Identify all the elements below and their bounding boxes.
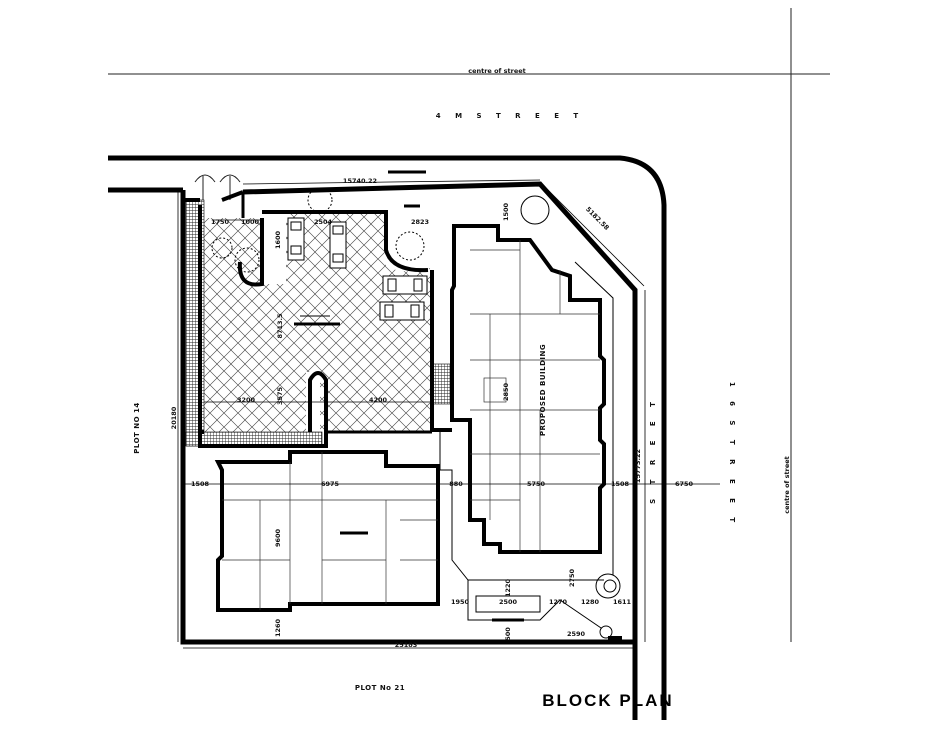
dim-2504: 2504 xyxy=(314,218,333,226)
dim-1508-right: 1508 xyxy=(611,480,630,488)
plot-bottom-label: PLOT No 21 xyxy=(355,684,405,692)
septic-tank-icon xyxy=(475,595,541,613)
dim-1270: 1270 xyxy=(549,598,568,606)
existing-building-outline xyxy=(214,450,440,612)
site-boundary xyxy=(180,181,638,645)
right-centre-note: centre of street xyxy=(783,456,791,514)
dim-1600: 1600 xyxy=(274,230,282,249)
dim-20180: 20180 xyxy=(170,406,178,429)
top-street-label: 4 M S T R E E T xyxy=(436,112,584,120)
top-centre-note: centre of street xyxy=(468,67,526,75)
dim-1260: 1260 xyxy=(274,618,282,637)
dim-diagonal: 5182.58 xyxy=(584,205,611,232)
existing-building-rooms xyxy=(222,452,438,610)
dim-1750: 1750 xyxy=(211,218,230,226)
dim-1220: 1220 xyxy=(504,578,512,597)
dim-1950: 1950 xyxy=(451,598,470,606)
right-inner-street-label: S T R E E T xyxy=(649,396,657,504)
dim-5750: 5750 xyxy=(527,480,546,488)
dim-880: 880 xyxy=(449,480,463,488)
soak-pit-icon xyxy=(599,625,613,639)
dim-2850: 2850 xyxy=(502,382,510,401)
dim-3575: 3575 xyxy=(276,386,284,405)
plot-left-label: PLOT NO 14 xyxy=(133,402,141,454)
dim-2590: 2590 xyxy=(567,630,586,638)
dim-3200: 3200 xyxy=(237,396,256,404)
dim-2500: 2500 xyxy=(499,598,518,606)
dim-1280: 1280 xyxy=(581,598,600,606)
dimension-lines xyxy=(177,179,720,649)
dim-9600: 9600 xyxy=(274,528,282,547)
dim-6750: 6750 xyxy=(675,480,694,488)
grid-strip-bottom xyxy=(185,431,323,447)
dim-4200: 4200 xyxy=(369,396,388,404)
dim-bottom-length: 25183 xyxy=(395,641,418,649)
parked-car-icon xyxy=(287,217,428,321)
dim-2750: 2750 xyxy=(568,568,576,587)
proposed-building-label: PROPOSED BUILDING xyxy=(539,344,547,436)
dim-1000: 1000 xyxy=(241,218,260,226)
tree-icon xyxy=(211,187,621,599)
dim-1500-top: 1500 xyxy=(502,202,510,221)
entry-gate-icon xyxy=(194,174,241,183)
dim-1508-left: 1508 xyxy=(191,480,210,488)
dim-6975: 6975 xyxy=(321,480,340,488)
dim-right-height: 15773.22 xyxy=(634,449,642,483)
dim-1611: 1611 xyxy=(613,598,632,606)
proposed-building-rooms xyxy=(470,240,600,552)
grid-strip-mid xyxy=(431,363,451,405)
dim-8713: 8713.5 xyxy=(276,313,284,339)
drawing-title: BLOCK PLAN xyxy=(542,691,673,710)
dim-2823: 2823 xyxy=(411,218,429,226)
dim-top-length: 15740.22 xyxy=(343,177,377,185)
road-curb xyxy=(108,155,667,720)
proposed-building-outline xyxy=(450,224,606,554)
right-street-label: 1 6 S T R E E T xyxy=(728,382,736,528)
dim-500: 500 xyxy=(504,627,512,641)
